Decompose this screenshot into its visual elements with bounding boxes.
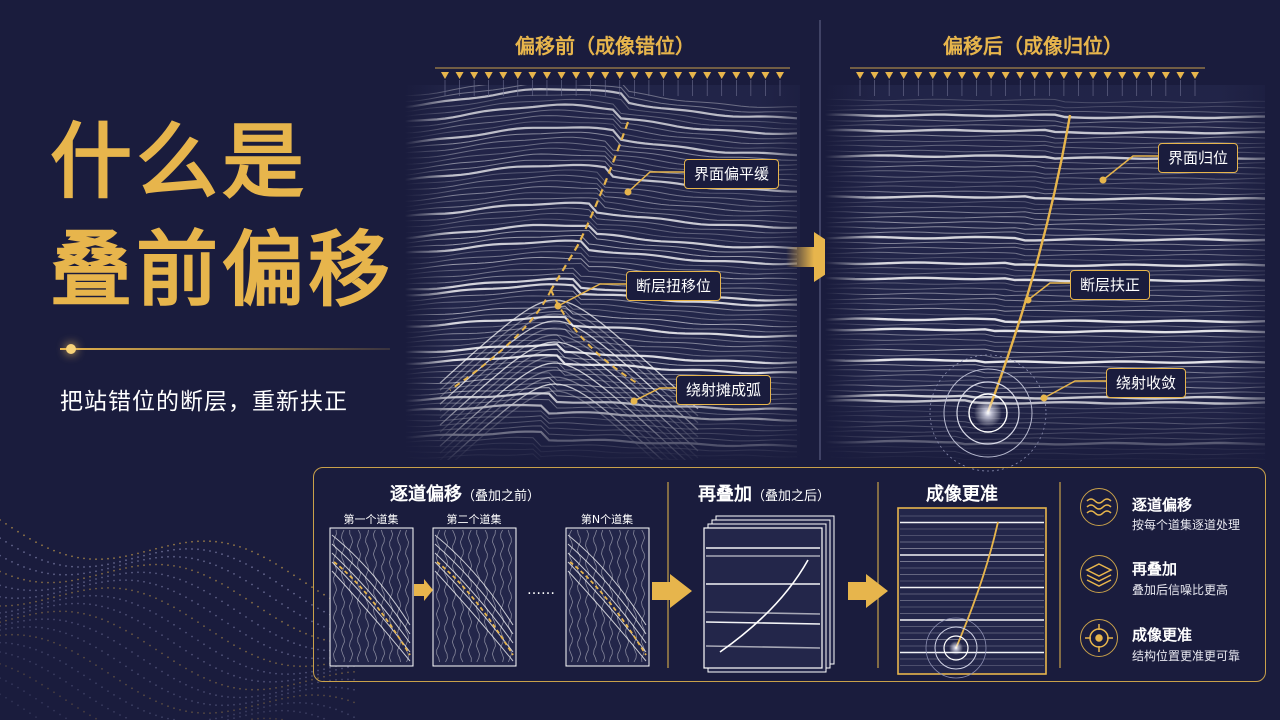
arrow-icon — [414, 579, 433, 601]
step2-title: 再叠加（叠加之后） — [698, 480, 830, 506]
gather-panel — [329, 527, 414, 667]
diffraction-arc-left — [449, 289, 552, 391]
step1-subtitle: （叠加之前） — [462, 489, 541, 504]
legend-desc-3: 结构位置更准更可靠 — [1132, 649, 1241, 663]
diffraction-arc-right — [550, 289, 641, 386]
after-migration-section — [825, 67, 1265, 472]
step3-title: 成像更准 — [926, 484, 998, 505]
corrected-fault-line — [986, 114, 1072, 413]
gather-label-n: 第N个道集 — [580, 513, 634, 526]
gather-label-1: 第一个道集 — [343, 513, 399, 526]
legend-title-1: 逐道偏移 — [1132, 496, 1193, 514]
focused-diffraction-point — [929, 354, 1047, 472]
headline-divider — [60, 348, 390, 350]
callout-distorted-fault: 断层扭移位 — [626, 271, 722, 301]
callout-interface-restored: 界面归位 — [1158, 143, 1239, 173]
final-image-graphic — [897, 507, 1047, 679]
callout-fault-corrected: 断层扶正 — [1070, 270, 1151, 300]
gather-panel — [565, 527, 650, 667]
before-migration-section — [405, 67, 800, 460]
step1-title: 逐道偏移（叠加之前） — [390, 480, 540, 506]
before-panel-title: 偏移前（成像错位） — [515, 34, 695, 58]
stacked-section-graphic — [703, 515, 835, 673]
legend-icon-ring — [1080, 555, 1118, 593]
distorted-fault-line — [550, 121, 630, 291]
step1-title-text: 逐道偏移 — [390, 484, 462, 505]
headline-line-2: 叠前偏移 — [50, 223, 395, 318]
divider-dot — [66, 344, 76, 354]
legend-title-3: 成像更准 — [1132, 626, 1193, 644]
headline-line-1: 什么是 — [50, 115, 309, 210]
workflow-graphics — [329, 482, 1113, 679]
arrow-icon — [652, 574, 692, 608]
gather-label-2: 第二个道集 — [446, 513, 502, 526]
receiver-markers — [435, 67, 790, 96]
arrow-icon — [848, 574, 888, 608]
step2-subtitle: （叠加之后） — [752, 489, 831, 504]
receiver-markers — [850, 67, 1205, 96]
legend-title-2: 再叠加 — [1132, 560, 1178, 578]
legend-desc-1: 按每个道集逐道处理 — [1132, 518, 1241, 532]
legend-desc-2: 叠加后信噪比更高 — [1132, 583, 1229, 597]
legend-icon-ring — [1080, 619, 1118, 657]
headline-subtitle: 把站错位的断层，重新扶正 — [60, 389, 348, 415]
callout-diffraction-focused: 绕射收敛 — [1106, 368, 1187, 398]
gather-ellipsis: …… — [527, 582, 555, 598]
workflow-panel — [313, 467, 1266, 682]
callout-flattened-interface: 界面偏平缓 — [684, 159, 780, 189]
step2-title-text: 再叠加 — [698, 484, 752, 505]
dotted-wave-decoration — [0, 519, 355, 720]
legend-icon-ring — [1080, 488, 1118, 526]
gather-panel — [432, 527, 517, 667]
callout-diffraction-smear: 绕射摊成弧 — [676, 375, 772, 405]
after-panel-title: 偏移后（成像归位） — [943, 34, 1123, 58]
